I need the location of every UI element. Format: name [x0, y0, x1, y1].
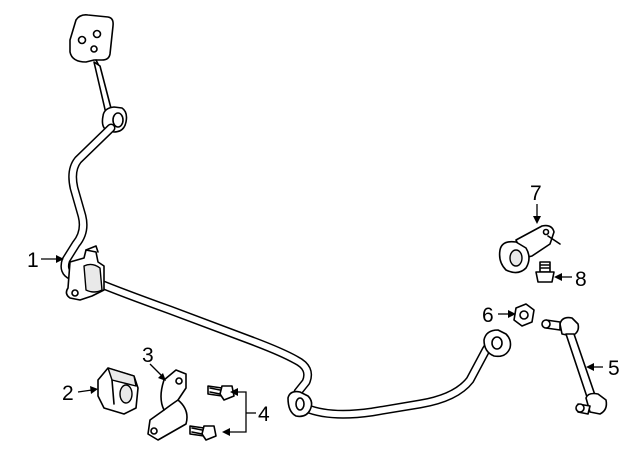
callout-leaders — [41, 204, 603, 436]
bracket-bolt-lower — [189, 425, 217, 441]
callout-6: 6 — [482, 304, 494, 327]
stabilizer-link — [541, 316, 608, 415]
link-bracket-bolt — [535, 261, 555, 283]
callout-labels: 1 2 3 4 5 6 7 8 — [27, 182, 620, 426]
bushing — [97, 367, 139, 415]
callout-8: 8 — [575, 268, 587, 291]
stabilizer-bar-tube — [61, 125, 503, 418]
stabilizer-bar-right-bushing — [287, 390, 313, 418]
stabilizer-bar-top-plate — [69, 14, 114, 69]
callout-5: 5 — [608, 357, 620, 380]
stabilizer-bar-right-eye — [483, 329, 512, 358]
nut — [513, 303, 535, 327]
callout-1: 1 — [27, 249, 39, 272]
callout-7: 7 — [530, 182, 542, 205]
link-bracket — [498, 224, 561, 274]
callout-3: 3 — [142, 344, 154, 367]
callout-2: 2 — [62, 382, 74, 405]
stabilizer-bar-tube-outline — [60, 123, 505, 419]
stabilizer-bar — [60, 14, 512, 419]
bracket-bolt-upper — [207, 385, 235, 401]
bushing-bracket — [147, 369, 188, 441]
stabilizer-bar-left-bushing — [65, 245, 105, 301]
callout-4: 4 — [258, 403, 270, 426]
